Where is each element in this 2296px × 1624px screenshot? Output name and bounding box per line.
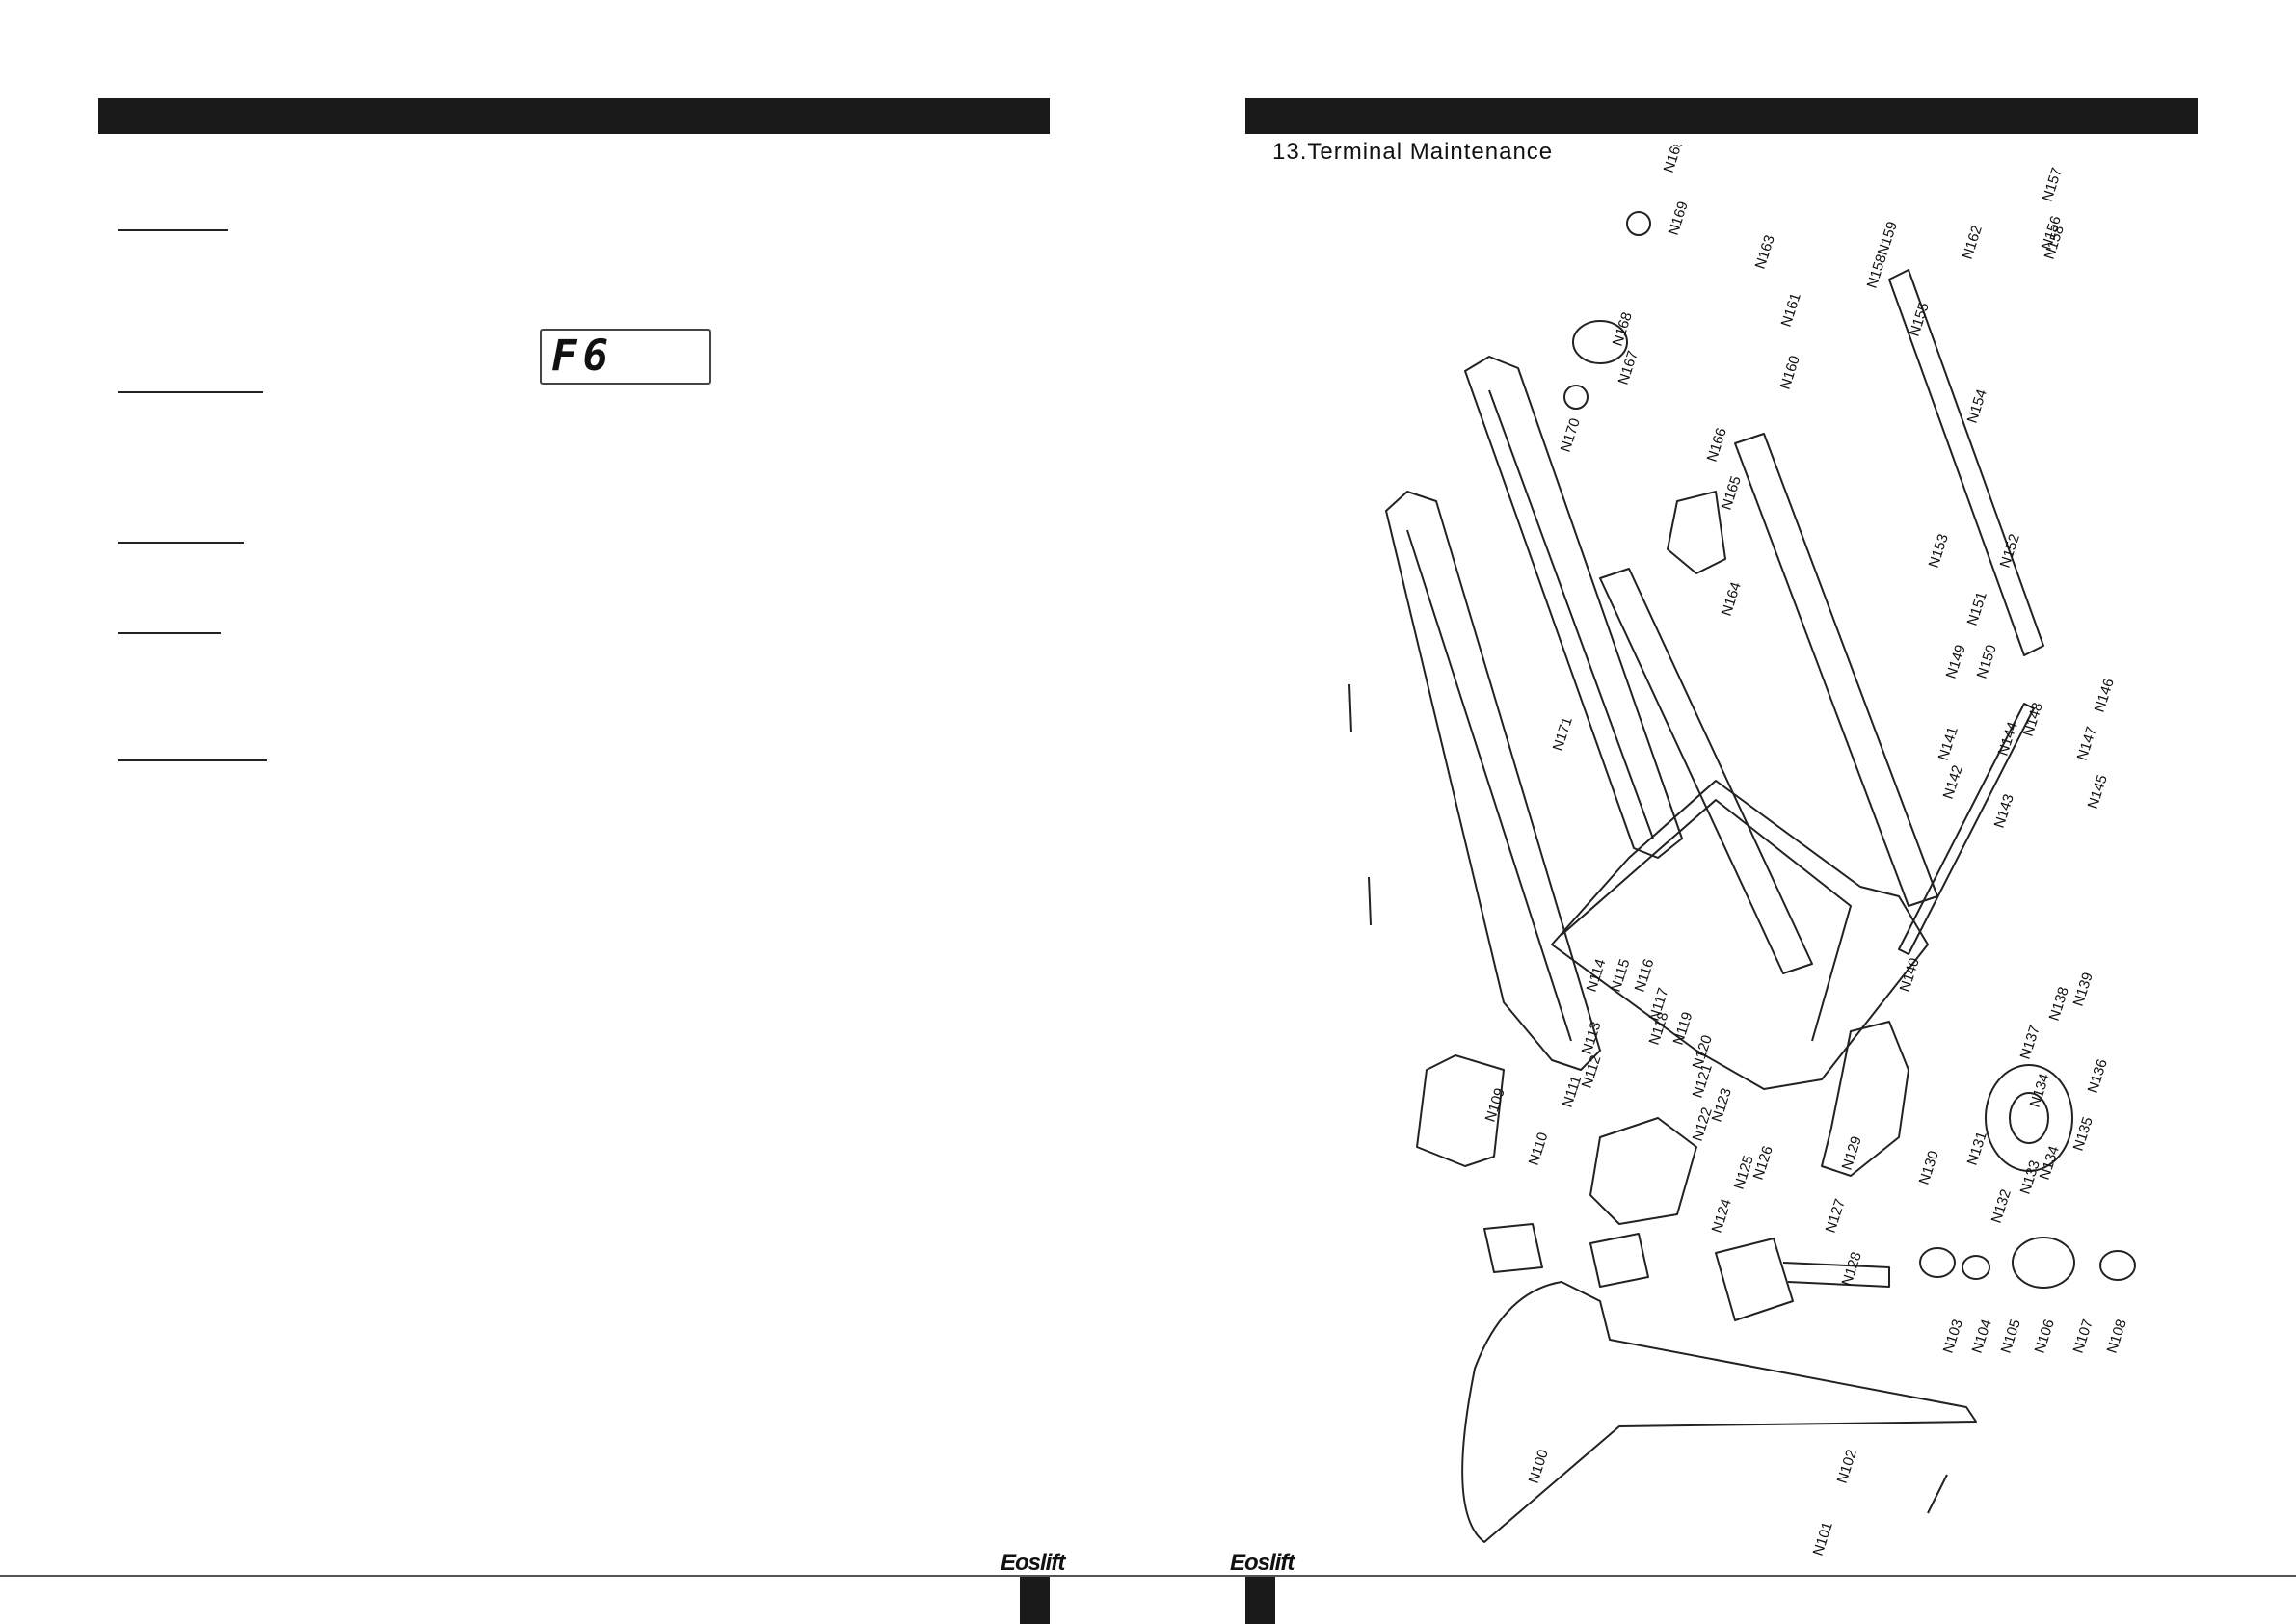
left-logo: Eoslift (1001, 1550, 1065, 1576)
part-label: N103 (1940, 1318, 1966, 1355)
part-label: N102 (1834, 1448, 1860, 1485)
part-label: N163 (1752, 233, 1778, 271)
part-label: N134 (2037, 1144, 2063, 1182)
part-label: N109 (1482, 1086, 1508, 1124)
part-label: N112 (1579, 1053, 1605, 1090)
footer-rule (0, 1575, 2296, 1577)
chassis-frame (1551, 780, 1929, 1090)
heading-underline-3 (118, 542, 244, 544)
part-label: N152 (1997, 532, 2023, 570)
part-label: N126 (1750, 1144, 1776, 1182)
part-label: N170 (1558, 416, 1584, 454)
part-label: N106 (2032, 1318, 2058, 1355)
contactor (1589, 1233, 1649, 1288)
part-label: N134 (2027, 1072, 2053, 1109)
part-label: N151 (1964, 590, 1990, 627)
part-label: N158N159 (1864, 220, 1901, 290)
part-label: N136 (2085, 1057, 2111, 1095)
part-label: N141 (1936, 725, 1962, 762)
part-label: N140 (1897, 956, 1923, 994)
right-logo: Eoslift (1230, 1550, 1295, 1576)
lcd-display: F6 (540, 329, 711, 385)
page-title: 13.Terminal Maintenance (1272, 139, 1554, 165)
part-label: N131 (1964, 1130, 1990, 1167)
drive-wheel (1985, 1064, 2073, 1172)
part-label: N153 (1926, 532, 1952, 570)
part-label: N128 (1839, 1250, 1865, 1288)
part-label: N166 (1704, 426, 1730, 464)
part-label: N155 (1907, 301, 1933, 338)
rail-2 (1734, 433, 1938, 907)
part-label: N145 (2085, 773, 2111, 811)
rail-3 (1888, 269, 2044, 656)
part-label: N165 (1719, 474, 1745, 512)
left-footer-tab (1020, 1577, 1050, 1624)
heading-underline-1 (118, 229, 228, 231)
part-label: N164 (1719, 580, 1745, 618)
part-label: N147 (2074, 725, 2100, 762)
small-box (1483, 1223, 1543, 1273)
part-label: N132 (1989, 1187, 2015, 1225)
heading-underline-5 (118, 759, 267, 761)
part-label: N115 (1608, 957, 1634, 994)
heading-underline-4 (118, 632, 221, 634)
part-label: N160 (1777, 354, 1803, 391)
fork-left (1385, 491, 1601, 1071)
part-label: N130 (1916, 1149, 1942, 1186)
part-label: N101 (1810, 1520, 1836, 1557)
part-label: N100 (1526, 1448, 1552, 1485)
part-label: N168 (1661, 145, 1687, 174)
left-header-bar (98, 98, 1050, 134)
part-label: N149 (1943, 643, 1969, 680)
part-label: N105 (1998, 1318, 2024, 1355)
part-label: N139 (2070, 971, 2096, 1008)
part-label: N138 (2046, 985, 2072, 1023)
handle (1461, 1281, 1977, 1543)
right-footer-tab (1245, 1577, 1275, 1624)
part-label: N161 (1778, 291, 1804, 329)
part-label: N154 (1964, 387, 1990, 425)
part-label: N148 (2020, 701, 2046, 738)
drive-motor (1715, 1238, 1794, 1321)
bearing-top (1626, 211, 1651, 236)
part-label: N167 (1615, 349, 1642, 386)
part-label: N143 (1991, 792, 2017, 830)
fork-right (1464, 356, 1683, 859)
part-label: N137 (2017, 1024, 2043, 1061)
battery-pack (1416, 1054, 1505, 1167)
shaft (1898, 703, 2035, 955)
rail-1 (1599, 568, 1813, 974)
controller-box (1589, 1117, 1697, 1225)
part-label: N168 (1610, 310, 1636, 348)
linkage-arm (1821, 1021, 1909, 1177)
part-label: N171 (1550, 715, 1576, 753)
part-label: N162 (1960, 224, 1986, 261)
part-label: N127 (1823, 1197, 1849, 1235)
bracket (1667, 491, 1726, 574)
bearing-block (1572, 320, 1628, 364)
part-label: N119 (1670, 1010, 1696, 1047)
part-label: N110 (1526, 1131, 1552, 1167)
part-label: N169 (1666, 200, 1692, 237)
part-label: N135 (2070, 1115, 2096, 1153)
part-label: N157 (2040, 166, 2066, 203)
part-label: N150 (1974, 643, 2000, 680)
part-label: N146 (2092, 677, 2118, 714)
hub-ring (2012, 1237, 2075, 1289)
part-label: N114 (1584, 957, 1610, 994)
part-label: N108 (2104, 1318, 2130, 1355)
part-label: N123 (1709, 1086, 1735, 1124)
heading-underline-2 (118, 391, 263, 393)
part-label: N107 (2070, 1318, 2096, 1355)
lcd-code: F6 (551, 332, 614, 381)
right-header-bar (1245, 98, 2198, 134)
part-label: N124 (1709, 1197, 1735, 1235)
part-label: N104 (1969, 1318, 1995, 1355)
part-label: N116 (1632, 957, 1658, 994)
part-label: N142 (1940, 763, 1966, 801)
